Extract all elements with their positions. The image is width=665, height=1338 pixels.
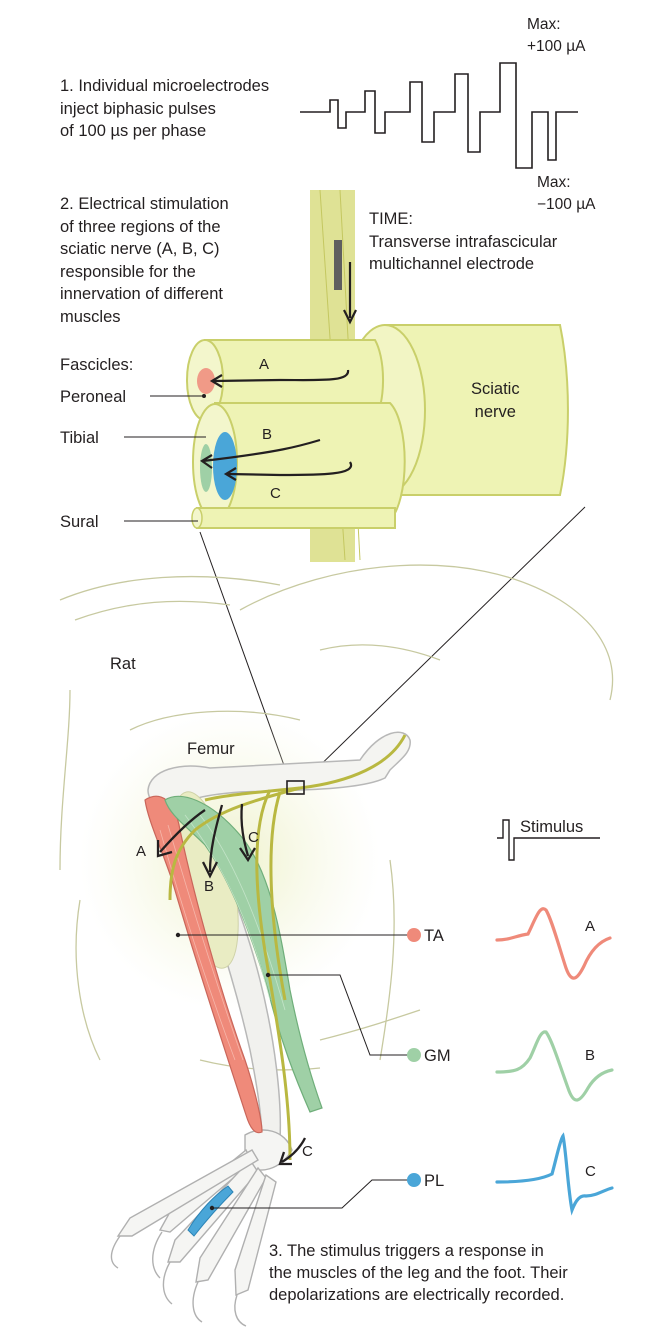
foot-region-c-label: C <box>302 1143 313 1160</box>
pl-muscle <box>187 1185 234 1237</box>
leg-region-c-label: C <box>248 829 259 846</box>
tibial-fascicle <box>192 402 406 521</box>
ta-marker <box>407 928 421 942</box>
region-b-label: B <box>262 426 273 443</box>
pl-response-trace <box>495 1132 614 1216</box>
tibial-label: Tibial <box>60 429 99 447</box>
step3-text: 3. The stimulus triggers a response in t… <box>269 1242 568 1304</box>
sciatic-nerve-label: Sciatic nerve <box>471 380 520 421</box>
ta-response-trace <box>495 907 612 980</box>
gm-label: GM <box>424 1047 451 1065</box>
trace-b-label: B <box>585 1047 596 1064</box>
max-negative-label: Max: −100 µA <box>537 174 596 213</box>
electrode-site-box <box>286 780 305 795</box>
gm-response-trace <box>495 1030 614 1102</box>
stimulation-arrows <box>199 369 353 481</box>
sciatic-nerve-path <box>168 734 407 1161</box>
fascicles-title: Fascicles: <box>60 356 134 374</box>
peroneal-dot <box>202 394 206 398</box>
electrode-label: TIME: Transverse intrafascicular multich… <box>369 210 558 273</box>
sural-fascicle <box>191 507 396 529</box>
step2-text: 2. Electrical stimulation of three regio… <box>60 195 229 326</box>
gm-marker <box>407 1048 421 1062</box>
stimulus-trace <box>497 819 600 861</box>
sural-label: Sural <box>60 513 99 531</box>
ta-label: TA <box>424 927 444 945</box>
foot-bones <box>110 1129 293 1327</box>
muscle-pointers <box>178 934 410 1209</box>
ta-muscle <box>144 795 263 1134</box>
rat-label: Rat <box>110 655 136 673</box>
pulse-train <box>300 62 578 169</box>
pl-marker <box>407 1173 421 1187</box>
trace-c-label: C <box>585 1163 596 1180</box>
pl-label: PL <box>424 1172 445 1190</box>
leg-arrows <box>156 803 307 1166</box>
stimulus-label: Stimulus <box>520 818 584 836</box>
femur-label: Femur <box>187 740 235 758</box>
peroneal-label: Peroneal <box>60 388 127 406</box>
region-a-label: A <box>259 356 270 373</box>
trace-a-label: A <box>585 918 596 935</box>
leg-region-a-label: A <box>136 843 147 860</box>
max-positive-label: Max: +100 µA <box>527 16 586 55</box>
region-c-label: C <box>270 485 281 502</box>
step1-text: 1. Individual microelectrodes inject bip… <box>60 77 270 140</box>
leg-region-b-label: B <box>204 878 215 895</box>
